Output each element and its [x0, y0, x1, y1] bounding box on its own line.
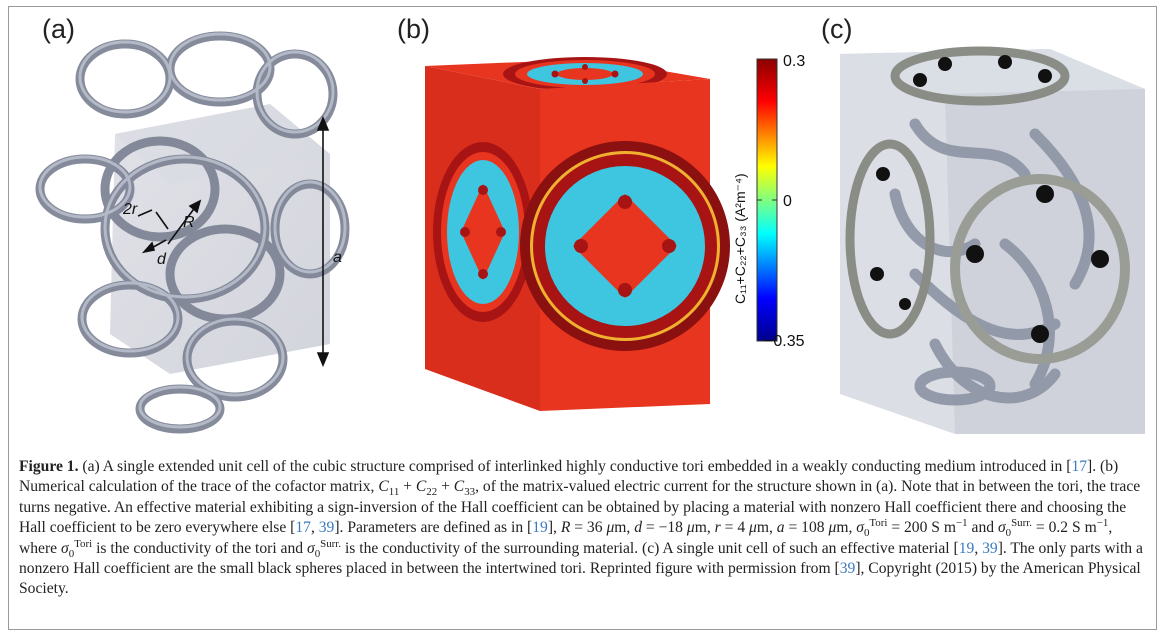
colorbar-min-label: −0.35: [764, 333, 805, 350]
citation-17[interactable]: 17: [1071, 458, 1088, 475]
panel-b-label: (b): [397, 14, 430, 44]
citation-39[interactable]: 39: [839, 560, 856, 578]
caption-text-10: ], Copyright (2015) by the American Phys…: [19, 560, 1141, 598]
sigma-surr: σ0Surr.: [306, 537, 342, 560]
parameter-list: R = 36 μm, d = −18 μm, r = 4 μm, a = 108…: [560, 517, 1109, 540]
citation-39[interactable]: 39: [318, 519, 335, 537]
citation-19[interactable]: 19: [532, 519, 548, 537]
caption-label: Figure 1.: [19, 458, 79, 475]
caption-text-1: (a) A single extended unit cell of the c…: [82, 458, 1072, 475]
citation-39[interactable]: 39: [982, 539, 998, 557]
figure-frame: [8, 6, 1157, 630]
colorbar-max-label: 0.35: [783, 53, 805, 70]
caption-text-5: ],: [547, 519, 561, 537]
annotation-a: a: [333, 249, 342, 266]
torus-structure-illustration: 2r R d a: [35, 31, 350, 434]
caption-text-9: ]. The only parts with a nonzero Hall co…: [19, 539, 1143, 578]
caption-text-2: ]. (b) Numerical calculation of the trac…: [19, 458, 1119, 496]
trace-formula: C11 + C22 + C33: [378, 478, 476, 499]
caption-text-8: is the conductivity of the surrounding m…: [341, 539, 959, 557]
annotation-R: R: [183, 214, 195, 231]
panel-c-label: (c): [821, 14, 853, 44]
caption-comma: ,: [310, 519, 319, 537]
panel-a: (a): [20, 14, 360, 444]
sigma-tori: σ0Tori: [61, 537, 93, 560]
panel-a-label: (a): [42, 14, 75, 44]
caption-text-7: is the conductivity of the tori and: [92, 539, 307, 557]
annotation-d: d: [157, 251, 167, 268]
caption-text-3: , of the matrix-valued electric current …: [19, 478, 1141, 537]
caption-text-4: ]. Parameters are defined as in [: [334, 519, 533, 537]
panel-c: (c): [805, 14, 1155, 444]
colorbar-mid-label: 0: [783, 193, 792, 210]
caption-comma: ,: [974, 539, 983, 557]
cofactor-trace-cube: 0.35 0 −0.35 C₁₁+C₂₂+C₃₃ (A²m⁻⁴): [425, 53, 805, 411]
citation-17[interactable]: 17: [295, 519, 311, 537]
effective-material-cell: [840, 46, 1145, 434]
caption-text-6: , where: [19, 519, 1113, 557]
colorbar-axis-title: C₁₁+C₂₂+C₃₃ (A²m⁻⁴): [732, 173, 748, 304]
figure-caption: Figure 1. (a) A single extended unit cel…: [19, 457, 1149, 600]
annotation-2r: 2r: [122, 201, 138, 218]
panel-b: (b): [385, 14, 805, 444]
citation-19[interactable]: 19: [958, 539, 975, 557]
